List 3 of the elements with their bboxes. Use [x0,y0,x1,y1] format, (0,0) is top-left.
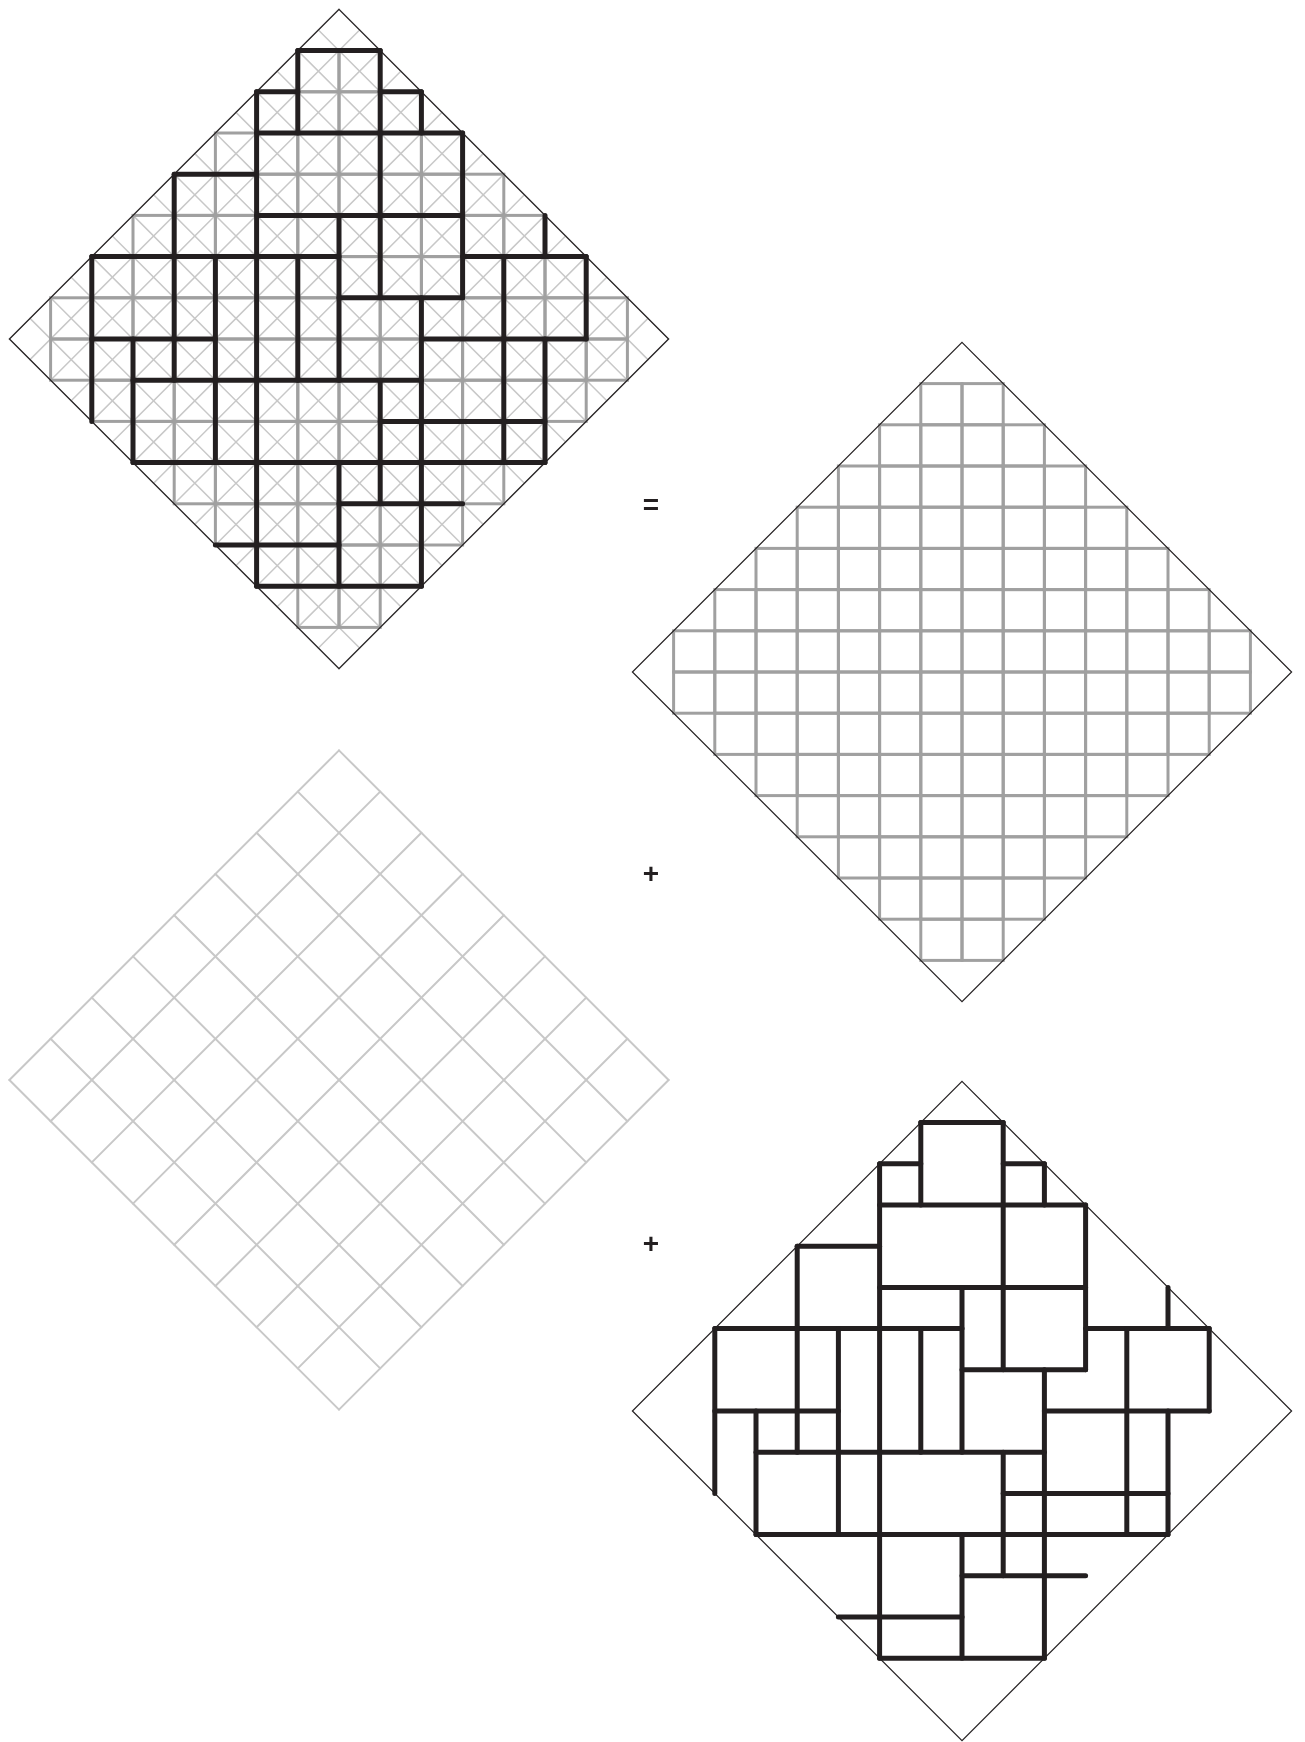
operator-symbol: + [641,859,661,889]
operator-symbol: + [641,1229,661,1259]
operator-symbol: = [641,490,661,520]
